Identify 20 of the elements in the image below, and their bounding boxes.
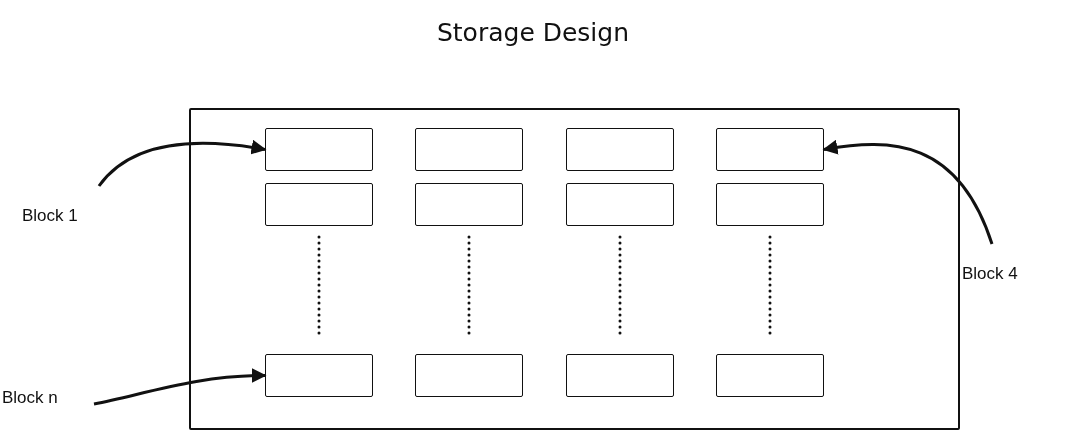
curved-arrow	[97, 139, 267, 187]
block-box	[716, 183, 824, 226]
block-label: Block 1	[22, 204, 132, 228]
block-box	[566, 354, 674, 397]
storage-container	[189, 108, 960, 430]
block-label: Block 4	[962, 262, 1062, 286]
block-box	[415, 183, 523, 226]
block-box	[265, 183, 373, 226]
block-box	[415, 354, 523, 397]
block-box	[265, 354, 373, 397]
block-box	[716, 128, 824, 171]
block-box	[566, 183, 674, 226]
curved-arrow	[93, 368, 267, 406]
block-box	[265, 128, 373, 171]
curved-arrow	[822, 140, 994, 245]
diagram-title: Storage Design	[435, 18, 631, 47]
block-label: Block n	[2, 386, 92, 410]
block-box	[716, 354, 824, 397]
block-box	[566, 128, 674, 171]
block-box	[415, 128, 523, 171]
